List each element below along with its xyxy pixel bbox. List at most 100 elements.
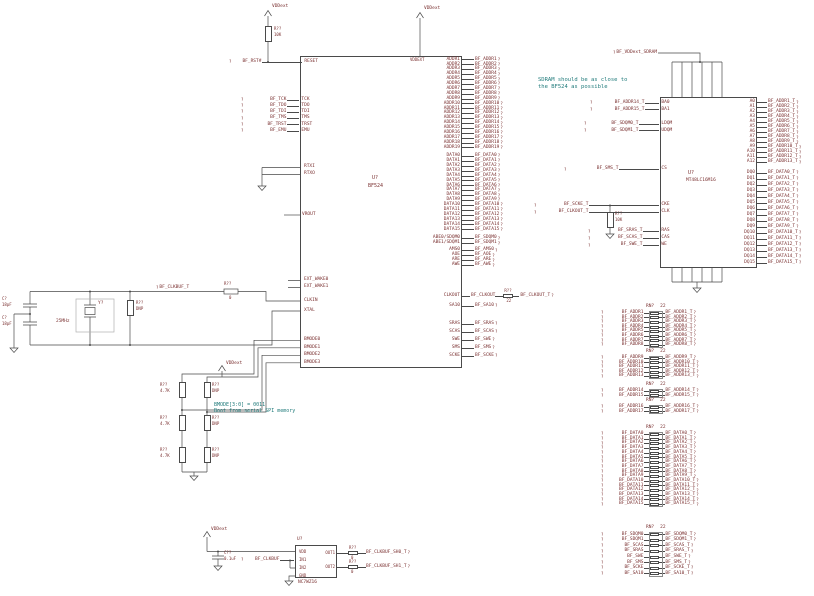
offpage-flag: ? (696, 478, 699, 484)
crystal-ref: Y? (98, 301, 104, 306)
net-label-t: BF_DATA11_T (665, 482, 696, 488)
offpage-flag: ? (497, 76, 501, 82)
resistor-network-body (649, 356, 663, 379)
pin-row: BMODE2 (302, 352, 320, 360)
pin-label: ADDR2 (446, 61, 460, 67)
series-resistor (650, 325, 660, 329)
net-label: BF_ADDR2 (621, 314, 644, 320)
pin-row: ? BF_ADDR15_T BA1 (589, 107, 670, 114)
main-ic-sdqm-rows: ABE0/SDQM0 BF_SDQM0 ? ABE1/SDQM1 BF_SDQM… (422, 236, 501, 246)
offpage-flag: ? (601, 468, 604, 474)
offpage-flag: ? (500, 130, 503, 136)
net-label: BF_SCAS (624, 542, 644, 548)
addr-row: A0 BF_ADDR1_T ? (735, 100, 802, 105)
pin-label: DATA7 (446, 187, 460, 193)
pin-label: A1 (749, 104, 755, 110)
wire (757, 178, 767, 180)
offpage-flag: ? (497, 173, 501, 178)
wire (462, 229, 474, 231)
net-label: BF_ADDR7_T (768, 129, 796, 135)
wire (644, 545, 651, 547)
offpage-flag: ? (601, 445, 604, 451)
series-resistor (650, 503, 660, 507)
pin-row: ? BF_SMS_T CS (563, 166, 667, 173)
wire (462, 347, 474, 349)
sdram-ic-body (660, 97, 757, 268)
offpage-flag: ? (693, 431, 696, 437)
jtag-row: ? BF_TDO TDO (240, 103, 312, 109)
offpage-flag: ? (601, 355, 604, 361)
series-resistor (650, 442, 660, 446)
offpage-flag: ? (497, 66, 501, 72)
offpage-flag: ? (534, 209, 537, 215)
offpage-flag: ? (601, 501, 604, 507)
offpage-flag: ? (796, 124, 799, 130)
pin-label: DQ11 (744, 235, 755, 241)
pin-row: GND (297, 572, 306, 580)
addr-row: A1 BF_ADDR2_T ? (735, 105, 802, 110)
net-label: BF_ADDR9_T (768, 139, 796, 145)
pin-label: ADDR6 (446, 81, 460, 87)
rn-ref: RN? (646, 382, 655, 387)
series-resistor (650, 465, 660, 469)
addr-row: ADDR8 BF_ADDR8 ? (422, 90, 504, 97)
offpage-flag: ? (497, 197, 501, 203)
rn-value: 22 (660, 349, 666, 354)
data-row: DATA10 BF_DATA10 ? (422, 203, 504, 208)
wire (462, 160, 474, 162)
main-ic-data-rows: DATA0 BF_DATA0 ? DATA1 BF_DATA1 ? DATA2 … (422, 154, 504, 232)
wire (757, 250, 767, 252)
offpage-flag: ? (601, 492, 604, 498)
offpage-flag: ? (693, 459, 696, 465)
wire (644, 331, 651, 333)
reset-net-label: BF_RST# (242, 58, 262, 64)
offpage-flag: ? (796, 139, 799, 145)
wire (639, 130, 660, 132)
net-label: BF_DATA13_T (768, 247, 798, 253)
addr-row: ADDR12 BF_ADDR12 ? (422, 111, 504, 116)
net-label: BF_DATA5 (621, 454, 644, 460)
wire (757, 214, 767, 216)
net-label-t: BF_DATA6_T (665, 459, 693, 465)
addr-row: ADDR10 BF_ADDR10 ? (422, 101, 504, 107)
net-label: BF_DATA6 (475, 182, 497, 188)
series-resistor (650, 432, 660, 436)
wire (643, 245, 660, 246)
net-label: BF_ADDR1 (621, 310, 644, 316)
offpage-flag: ? (241, 557, 244, 562)
jtag-row: ? BF_TCK TCK (240, 97, 312, 103)
rn-row: ? BF_DATA7 BF_DATA7_T ? (600, 464, 700, 470)
offpage-flag: ? (500, 221, 503, 227)
data-row: DATA14 BF_DATA14 ? (422, 222, 504, 227)
series-resistor (650, 446, 660, 450)
addr-row: ADDR4 BF_ADDR4 ? (422, 72, 504, 77)
net-label: BF_DATA3 (621, 445, 644, 451)
net-label: BF_ADDR7 (621, 337, 644, 343)
pin-label: ADDR8 (446, 90, 460, 96)
bmode-resistor (203, 415, 211, 431)
sa10-row: SA10 BF_SA10 ? (422, 302, 498, 310)
net-label: BF_ADDR12 (475, 110, 500, 116)
offpage-flag: ? (601, 431, 604, 437)
output-row: R?? 0 BF_CLKBUF_SH0_T ? (337, 546, 411, 560)
net-label-t: BF_ADDR6_T (665, 333, 693, 339)
offpage-flag: ? (796, 218, 799, 223)
main-ic-sdramctl-rows: SRAS BF_SRAS ? SCAS BF_SCAS ? SWE BF_SWE… (422, 320, 498, 360)
offpage-flag: ? (796, 200, 799, 205)
sdramctl-row: SCAS BF_SCAS ? (422, 328, 498, 336)
pin-label: A0 (749, 99, 755, 105)
net-label-t: BF_SMS_T (665, 559, 688, 565)
net-label: BF_ADDR9 (475, 95, 497, 101)
offpage-flag: ? (796, 170, 799, 175)
net-label: BF_ADDR16 (475, 130, 500, 136)
wire (462, 142, 474, 144)
pin-label: DQ8 (746, 217, 755, 223)
pin-label: A10 (746, 149, 755, 155)
pin-label: DQ6 (746, 205, 755, 211)
addr-row: ADDR5 BF_ADDR5 ? (422, 77, 504, 82)
rn-value: 22 (660, 425, 666, 430)
pin-label: DATA9 (446, 197, 460, 203)
pin-row: RTXO (302, 171, 315, 178)
